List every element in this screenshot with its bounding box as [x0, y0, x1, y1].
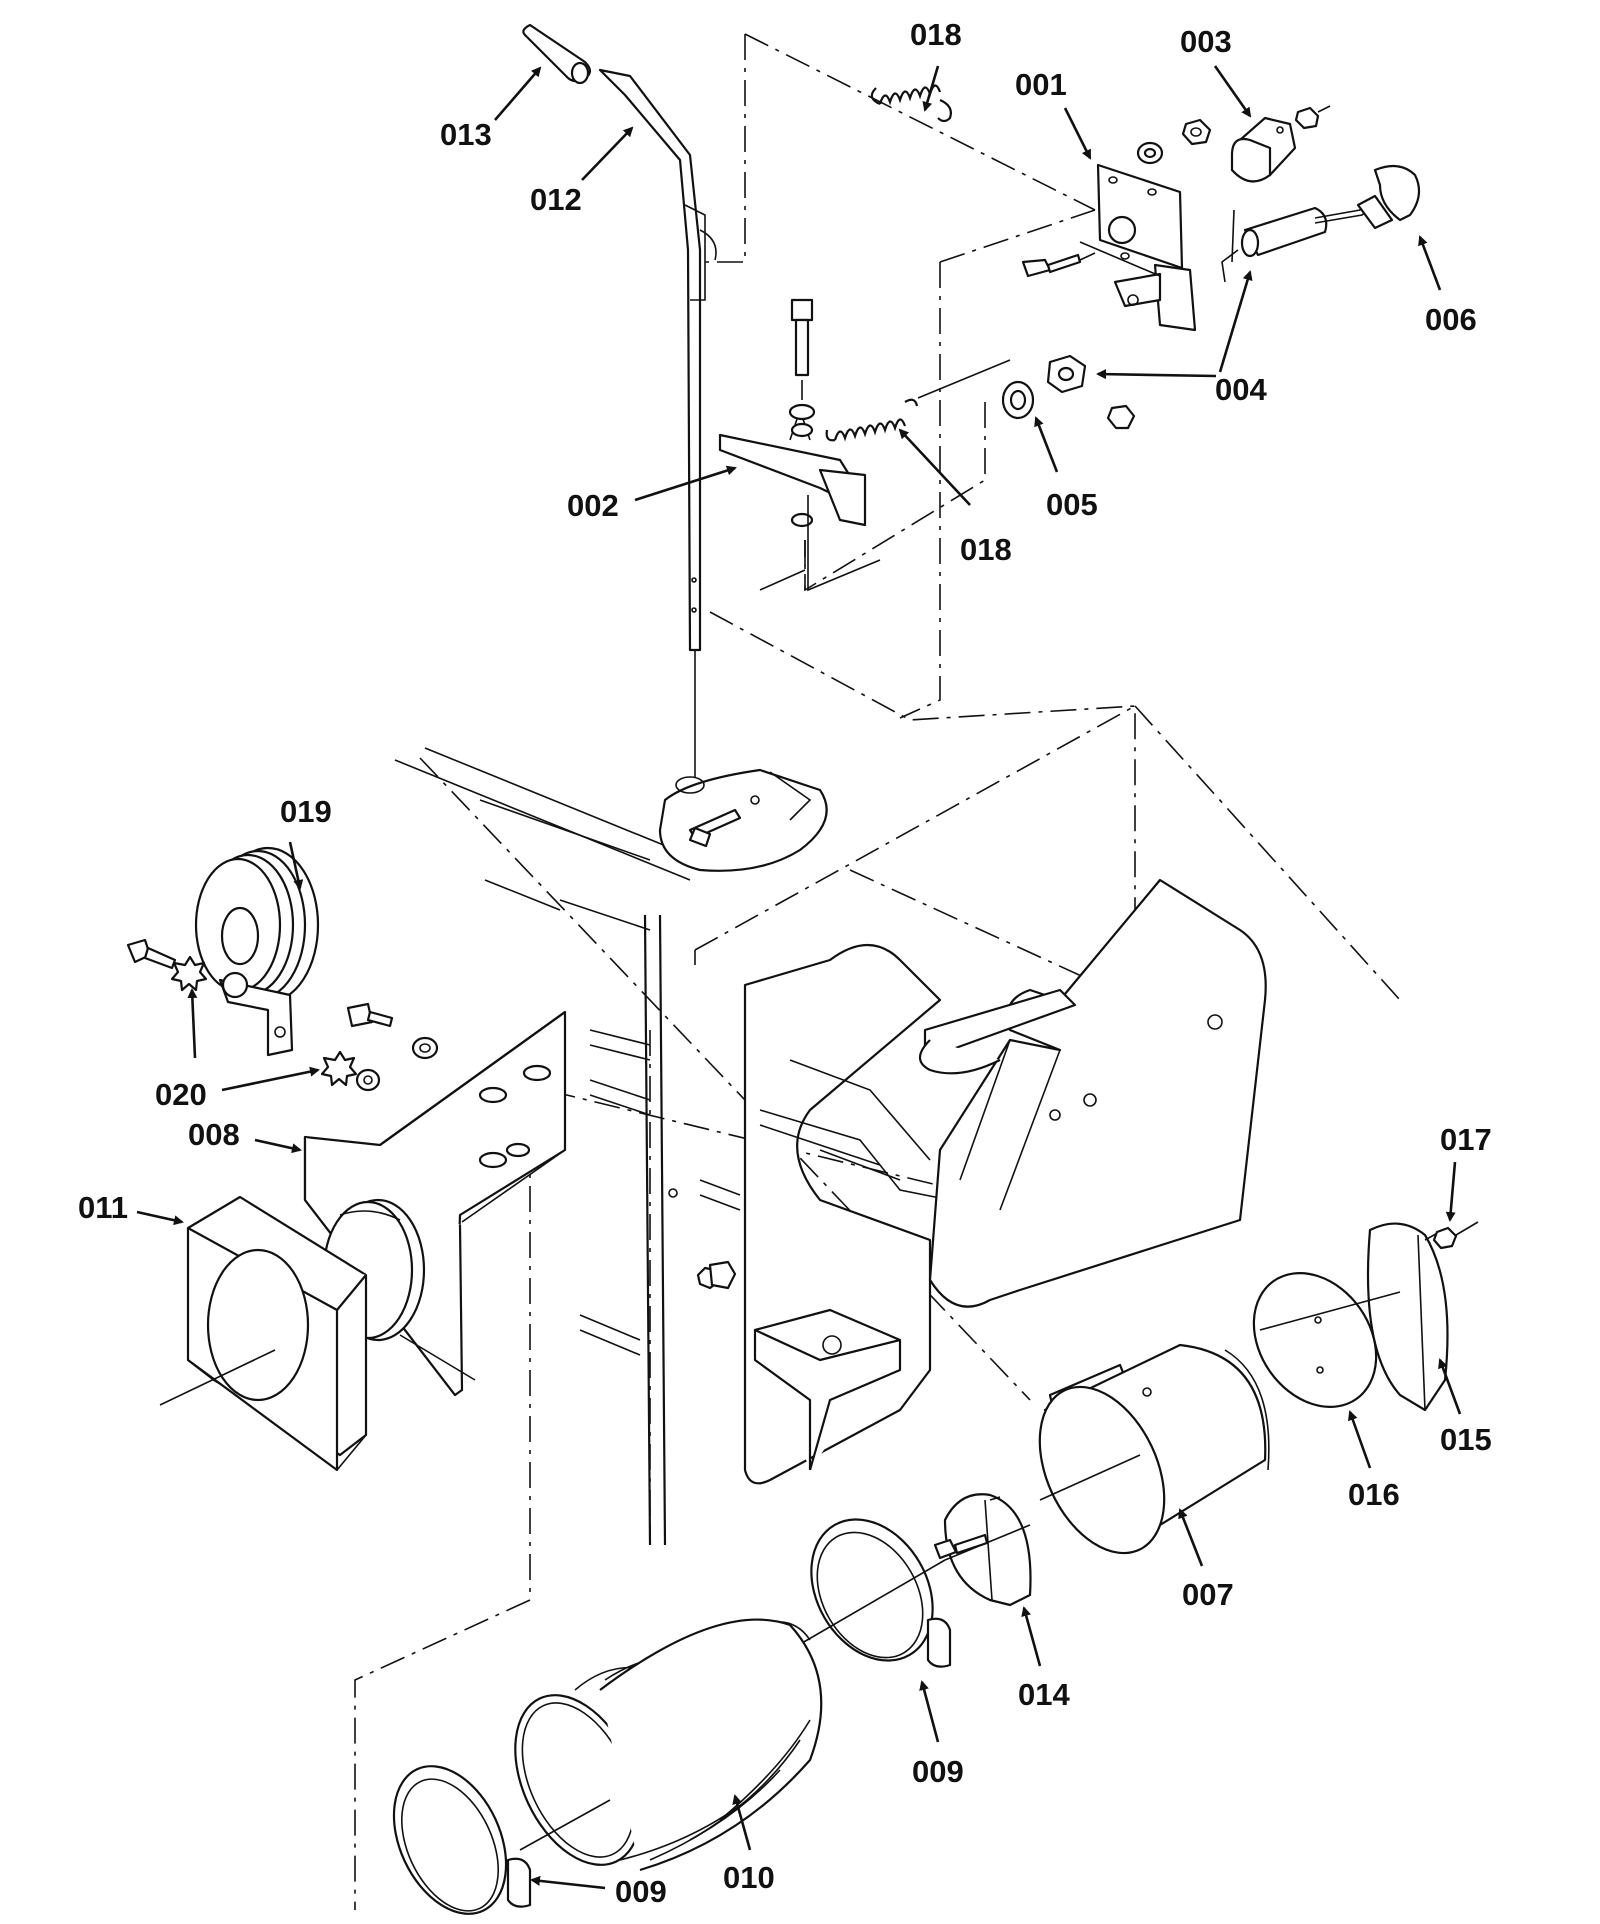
callout-001: 001	[1015, 67, 1067, 102]
callout-008: 008	[188, 1117, 240, 1152]
callout-016: 016	[1348, 1477, 1400, 1512]
callout-labels: 013 012 018 001 003 006 004 005 018 002 …	[78, 17, 1492, 1909]
gasket-011	[159, 1195, 368, 1472]
assembly-guide-lines	[354, 33, 1401, 1910]
callout-018-top: 018	[910, 17, 962, 52]
callout-015: 015	[1440, 1422, 1492, 1457]
bracket-002-assembly	[718, 298, 1136, 592]
callout-017: 017	[1440, 1122, 1492, 1157]
callout-009-upper: 009	[912, 1754, 964, 1789]
callout-020: 020	[155, 1077, 207, 1112]
callout-003: 003	[1180, 24, 1232, 59]
callout-004: 004	[1215, 372, 1267, 407]
callout-014: 014	[1018, 1677, 1070, 1712]
callout-013: 013	[440, 117, 492, 152]
disc-and-cap	[1252, 1221, 1479, 1412]
chute-housing	[753, 878, 1267, 1471]
callout-005: 005	[1046, 487, 1098, 522]
callout-019: 019	[280, 794, 332, 829]
callout-011: 011	[78, 1190, 128, 1225]
callout-002: 002	[567, 488, 619, 523]
cylinder-007	[1038, 1343, 1270, 1555]
pulley-019-assembly	[126, 846, 439, 1092]
callout-006: 006	[1425, 302, 1477, 337]
callout-018-lower: 018	[960, 532, 1012, 567]
callout-012: 012	[530, 182, 582, 217]
callout-007: 007	[1182, 1577, 1234, 1612]
plate-001-assembly	[870, 84, 1421, 332]
lower-duct	[392, 1493, 1032, 1915]
chassis-hardware	[668, 1188, 737, 1290]
control-rod-assembly	[522, 23, 828, 872]
callout-009-lower: 009	[615, 1874, 667, 1909]
callout-arrows	[136, 65, 1462, 1890]
callout-010: 010	[723, 1860, 775, 1895]
